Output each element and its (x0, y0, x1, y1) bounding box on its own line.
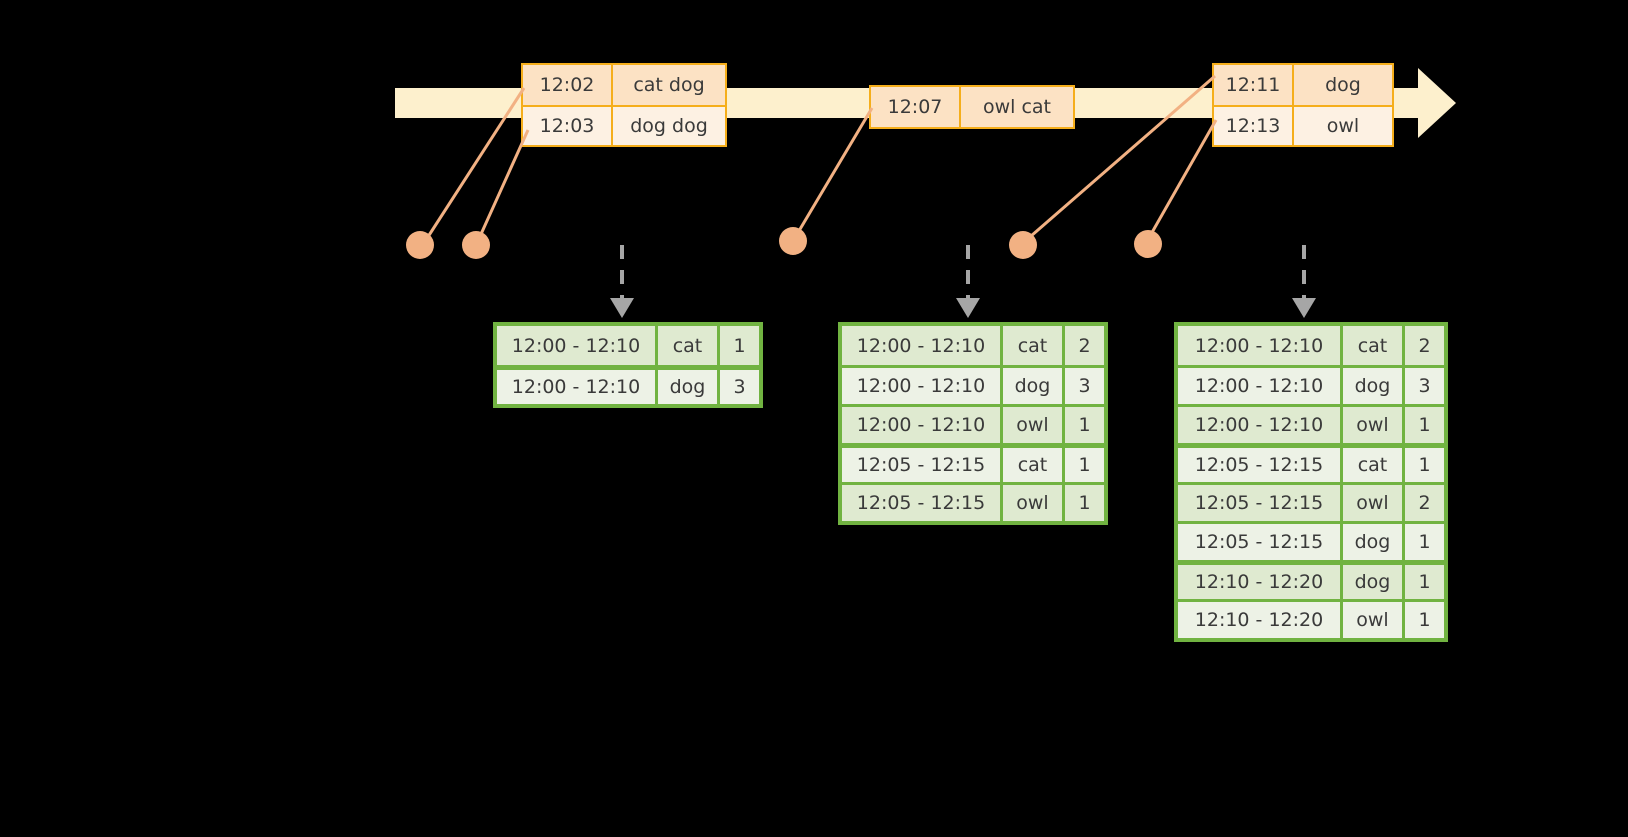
cell-count: 1 (1402, 565, 1444, 599)
event-words: dog (1292, 65, 1392, 105)
cell-key: owl (1000, 407, 1062, 443)
cell-window: 12:00 - 12:10 (1178, 368, 1340, 404)
table-row: 12:00 - 12:10 owl 1 (1178, 404, 1444, 443)
cell-count: 1 (1402, 602, 1444, 638)
cell-window: 12:00 - 12:10 (842, 326, 1000, 365)
event-time: 12:03 (539, 115, 595, 137)
cell-count: 1 (717, 326, 759, 365)
event-row: 12:02 cat dog (523, 65, 725, 105)
event-row: 12:13 owl (1214, 105, 1392, 145)
leader-line-3 (791, 107, 874, 242)
cell-window: 12:05 - 12:15 (842, 448, 1000, 482)
timeline-arrowhead-icon (1418, 68, 1456, 138)
cell-count: 1 (1402, 448, 1444, 482)
cell-count: 1 (1062, 407, 1104, 443)
cell-key: dog (1340, 565, 1402, 599)
event-words: owl (1292, 107, 1392, 145)
cell-key: dog (1000, 368, 1062, 404)
event-row: 12:03 dog dog (523, 105, 725, 145)
table-row: 12:00 - 12:10 dog 3 (842, 365, 1104, 404)
cell-window: 12:10 - 12:20 (1178, 565, 1340, 599)
event-words: cat dog (611, 65, 725, 105)
leader-line-5 (1144, 119, 1218, 244)
cell-key: owl (1340, 407, 1402, 443)
event-time: 12:07 (887, 96, 943, 118)
event-dot (406, 231, 434, 259)
cell-window: 12:00 - 12:10 (497, 326, 655, 365)
result-table-1: 12:00 - 12:10 cat 1 12:00 - 12:10 dog 3 (493, 322, 763, 408)
cell-key: owl (1340, 602, 1402, 638)
cell-key: owl (1340, 485, 1402, 521)
cell-count: 1 (1402, 407, 1444, 443)
event-group-2: 12:07 owl cat (869, 85, 1075, 129)
cell-key: cat (1340, 448, 1402, 482)
event-group-3: 12:11 dog 12:13 owl (1212, 63, 1394, 147)
table-row: 12:00 - 12:10 owl 1 (842, 404, 1104, 443)
cell-key: cat (1000, 448, 1062, 482)
event-dot (1134, 230, 1162, 258)
cell-count: 1 (1402, 524, 1444, 560)
cell-count: 2 (1402, 326, 1444, 365)
cell-key: dog (655, 370, 717, 404)
event-dot (1009, 231, 1037, 259)
event-dot (779, 227, 807, 255)
cell-key: cat (655, 326, 717, 365)
cell-window: 12:00 - 12:10 (1178, 407, 1340, 443)
event-dot (462, 231, 490, 259)
event-group-1: 12:02 cat dog 12:03 dog dog (521, 63, 727, 147)
event-time: 12:11 (1225, 74, 1281, 96)
table-row: 12:05 - 12:15 owl 2 (1178, 482, 1444, 521)
table-row: 12:00 - 12:10 cat 1 (497, 326, 759, 365)
table-row: 12:00 - 12:10 dog 3 (1178, 365, 1444, 404)
cell-window: 12:05 - 12:15 (842, 485, 1000, 521)
cell-count: 2 (1062, 326, 1104, 365)
trigger-arrowhead-icon (956, 298, 980, 318)
cell-window: 12:05 - 12:15 (1178, 448, 1340, 482)
cell-key: cat (1340, 326, 1402, 365)
cell-count: 1 (1062, 448, 1104, 482)
table-row: 12:00 - 12:10 cat 2 (842, 326, 1104, 365)
event-words: owl cat (959, 87, 1073, 127)
cell-window: 12:00 - 12:10 (497, 370, 655, 404)
cell-key: owl (1000, 485, 1062, 521)
cell-window: 12:05 - 12:15 (1178, 524, 1340, 560)
cell-key: cat (1000, 326, 1062, 365)
table-row: 12:05 - 12:15 dog 1 (1178, 521, 1444, 560)
result-table-2: 12:00 - 12:10 cat 2 12:00 - 12:10 dog 3 … (838, 322, 1108, 525)
table-row: 12:05 - 12:15 owl 1 (842, 482, 1104, 521)
table-row: 12:10 - 12:20 owl 1 (1178, 599, 1444, 638)
cell-window: 12:00 - 12:10 (1178, 326, 1340, 365)
cell-window: 12:00 - 12:10 (842, 407, 1000, 443)
cell-count: 3 (1062, 368, 1104, 404)
cell-count: 1 (1062, 485, 1104, 521)
event-row: 12:07 owl cat (871, 87, 1073, 127)
table-row: 12:05 - 12:15 cat 1 (842, 443, 1104, 482)
cell-window: 12:00 - 12:10 (842, 368, 1000, 404)
table-row: 12:00 - 12:10 cat 2 (1178, 326, 1444, 365)
cell-count: 2 (1402, 485, 1444, 521)
event-row: 12:11 dog (1214, 65, 1392, 105)
cell-key: dog (1340, 368, 1402, 404)
trigger-arrowheads (610, 298, 1316, 318)
table-row: 12:10 - 12:20 dog 1 (1178, 560, 1444, 599)
trigger-arrowhead-icon (610, 298, 634, 318)
result-table-3: 12:00 - 12:10 cat 2 12:00 - 12:10 dog 3 … (1174, 322, 1448, 642)
event-time: 12:13 (1225, 115, 1281, 137)
cell-count: 3 (1402, 368, 1444, 404)
cell-key: dog (1340, 524, 1402, 560)
table-row: 12:00 - 12:10 dog 3 (497, 365, 759, 404)
event-time: 12:02 (539, 74, 595, 96)
cell-count: 3 (717, 370, 759, 404)
event-words: dog dog (611, 107, 725, 145)
trigger-arrowhead-icon (1292, 298, 1316, 318)
cell-window: 12:10 - 12:20 (1178, 602, 1340, 638)
table-row: 12:05 - 12:15 cat 1 (1178, 443, 1444, 482)
event-dots (406, 227, 1162, 259)
cell-window: 12:05 - 12:15 (1178, 485, 1340, 521)
